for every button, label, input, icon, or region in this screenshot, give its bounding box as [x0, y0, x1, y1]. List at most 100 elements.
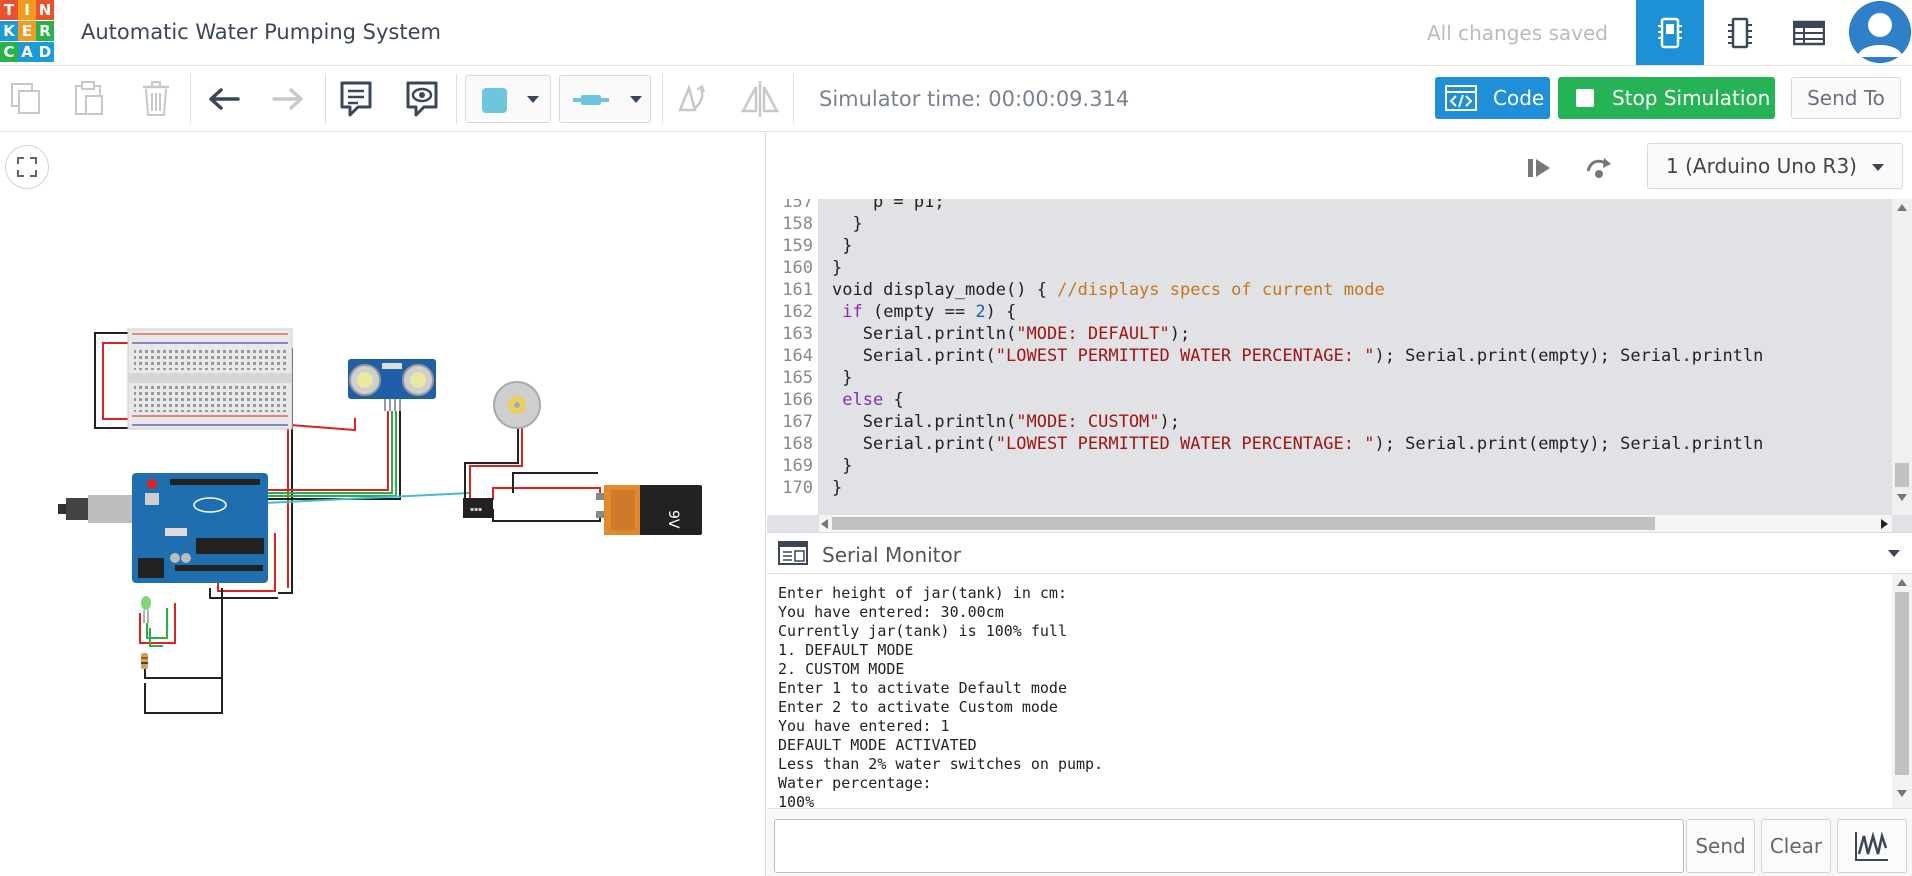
- logo-letter: R: [36, 21, 54, 41]
- view-notes-button[interactable]: [400, 76, 444, 122]
- circuit-view-button[interactable]: [1636, 0, 1704, 65]
- logo-letter: T: [0, 0, 18, 20]
- code-button[interactable]: Code: [1435, 77, 1550, 119]
- serial-input[interactable]: [774, 819, 1684, 873]
- serial-monitor-title: Serial Monitor: [822, 543, 961, 567]
- stop-simulation-button[interactable]: Stop Simulation: [1558, 77, 1775, 119]
- line-number: 161: [782, 280, 813, 300]
- device-selector[interactable]: 1 (Arduino Uno R3): [1647, 143, 1903, 189]
- logo-letter: K: [0, 21, 18, 41]
- resistor: [141, 653, 148, 669]
- line-number: 159: [782, 236, 813, 256]
- schematic-view-icon: [1728, 17, 1752, 48]
- code-line[interactable]: 167 Serial.println("MODE: CUSTOM");: [767, 411, 1892, 433]
- code-line[interactable]: 168 Serial.print("LOWEST PERMITTED WATER…: [767, 433, 1892, 455]
- scroll-left-icon: [821, 519, 828, 529]
- line-number: 169: [782, 456, 813, 476]
- code-line[interactable]: 170}: [767, 477, 1892, 499]
- serial-vertical-scrollbar[interactable]: [1892, 574, 1912, 808]
- serial-line: You have entered: 30.00cm: [778, 603, 1004, 621]
- undo-icon: [209, 88, 240, 110]
- paste-icon: [75, 81, 103, 115]
- line-number-gutter: [767, 199, 819, 515]
- delete-button[interactable]: [134, 76, 178, 122]
- code-line[interactable]: 163 Serial.println("MODE: DEFAULT");: [767, 323, 1892, 345]
- copy-button[interactable]: [4, 76, 48, 122]
- code-text: }: [832, 258, 843, 278]
- line-number: 168: [782, 434, 813, 454]
- code-text: }: [832, 478, 843, 498]
- wire-type-dropdown[interactable]: [559, 75, 651, 123]
- serial-vertical-scroll-thumb[interactable]: [1895, 592, 1909, 775]
- toolbar-divider: [662, 74, 663, 124]
- user-avatar[interactable]: [1849, 1, 1911, 63]
- serial-clear-button[interactable]: Clear: [1761, 819, 1831, 873]
- flip-button[interactable]: [738, 76, 782, 122]
- component-list-icon: [1793, 20, 1825, 45]
- code-line[interactable]: 158 }: [767, 213, 1892, 235]
- circuit-diagram: ▪▪▪ 9V: [58, 328, 702, 714]
- serial-line: Water percentage:: [778, 774, 932, 792]
- logo-letter: I: [18, 0, 36, 20]
- code-line[interactable]: 157 p = p1;: [767, 199, 1892, 213]
- code-line[interactable]: 164 Serial.print("LOWEST PERMITTED WATER…: [767, 345, 1892, 367]
- rotate-button[interactable]: [670, 76, 714, 122]
- undo-button[interactable]: [202, 76, 246, 122]
- serial-monitor-header[interactable]: Serial Monitor: [767, 532, 1912, 574]
- line-number: 164: [782, 346, 813, 366]
- serial-graph-button[interactable]: [1837, 819, 1907, 873]
- code-line[interactable]: 160}: [767, 257, 1892, 279]
- fill-color-swatch: [482, 88, 507, 113]
- code-line[interactable]: 169 }: [767, 455, 1892, 477]
- stop-simulation-label: Stop Simulation: [1612, 86, 1771, 110]
- paste-button[interactable]: [67, 76, 111, 122]
- logo-letter: C: [0, 42, 18, 62]
- breadboard: [127, 328, 293, 430]
- notes-button[interactable]: [334, 76, 378, 122]
- serial-line: Enter 2 to activate Custom mode: [778, 698, 1058, 716]
- step-icon: [1528, 159, 1550, 177]
- code-horizontal-scrollbar[interactable]: [819, 515, 1892, 532]
- code-text: if (empty == 2) {: [842, 302, 1017, 322]
- schematic-view-button[interactable]: [1706, 0, 1774, 65]
- project-title[interactable]: Automatic Water Pumping System: [81, 20, 441, 44]
- component-list-button[interactable]: [1775, 0, 1843, 65]
- code-text: }: [832, 456, 853, 476]
- code-line[interactable]: 165 }: [767, 367, 1892, 389]
- code-line[interactable]: 166 else {: [767, 389, 1892, 411]
- serial-line: DEFAULT MODE ACTIVATED: [778, 736, 977, 754]
- code-vertical-scroll-thumb[interactable]: [1895, 463, 1909, 487]
- code-text: void display_mode() { //displays specs o…: [832, 280, 1385, 300]
- chevron-down-icon: [527, 96, 539, 103]
- code-line[interactable]: 162 if (empty == 2) {: [767, 301, 1892, 323]
- circuit-view-icon: [1658, 17, 1682, 48]
- code-horizontal-scroll-thumb[interactable]: [832, 517, 1655, 530]
- circuit-canvas[interactable]: ▪▪▪ 9V: [0, 133, 766, 876]
- code-line[interactable]: 161 void display_mode() { //displays spec…: [767, 279, 1892, 301]
- serial-send-button[interactable]: Send: [1686, 819, 1755, 873]
- code-vertical-scrollbar[interactable]: [1892, 199, 1912, 515]
- collapse-chevron-icon[interactable]: [1888, 550, 1900, 558]
- logo-letter: N: [36, 0, 54, 20]
- chevron-down-icon: [630, 96, 642, 103]
- line-number: 165: [782, 368, 813, 388]
- scroll-up-icon: [1897, 579, 1907, 586]
- redo-button[interactable]: [266, 76, 310, 122]
- step-over-button[interactable]: [1579, 145, 1619, 191]
- fit-to-view-button[interactable]: [5, 145, 49, 189]
- code-text: Serial.println("MODE: DEFAULT");: [832, 324, 1191, 344]
- step-button[interactable]: [1519, 145, 1559, 191]
- serial-line: Enter 1 to activate Default mode: [778, 679, 1067, 697]
- code-text: }: [832, 214, 863, 234]
- line-number: 158: [782, 214, 813, 234]
- serial-input-row: Send Clear: [767, 808, 1912, 876]
- code-line[interactable]: 159 }: [767, 235, 1892, 257]
- send-to-button[interactable]: Send To: [1791, 77, 1901, 119]
- fill-color-dropdown[interactable]: [465, 75, 551, 123]
- serial-output[interactable]: Enter height of jar(tank) in cm:You have…: [767, 574, 1892, 808]
